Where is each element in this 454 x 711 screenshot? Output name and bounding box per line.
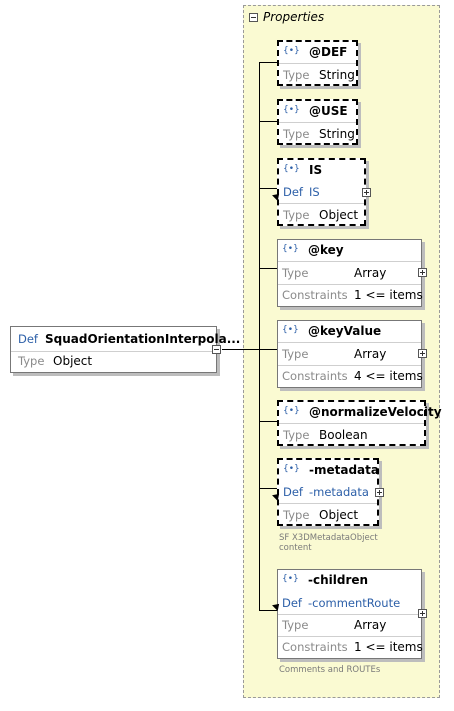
- root-name: SquadOrientationInterpola...: [45, 332, 241, 346]
- divider: [278, 342, 421, 343]
- type-label: Type: [283, 68, 310, 82]
- divider: [279, 423, 424, 424]
- def-value: -metadata: [309, 485, 369, 499]
- divider: [279, 63, 356, 64]
- def-label: Def: [283, 185, 303, 199]
- node-name: -metadata: [309, 463, 379, 477]
- attribute-icon: {•}: [282, 244, 299, 254]
- divider: [279, 122, 356, 123]
- collapse-root-icon[interactable]: [212, 345, 221, 354]
- expand-keyvalue-icon[interactable]: [418, 349, 427, 358]
- branch-line: [259, 62, 277, 63]
- expand-key-icon[interactable]: [418, 268, 427, 277]
- node-name: IS: [309, 163, 323, 177]
- node-keyvalue[interactable]: {•} @keyValue Type Array Constraints 4 <…: [277, 320, 423, 388]
- group-title: Properties: [263, 10, 325, 24]
- node-is[interactable]: {•} IS Def IS Type Object: [277, 158, 366, 226]
- branch-line: [259, 488, 277, 489]
- branch-line: [259, 421, 277, 422]
- node-name: @USE: [309, 104, 348, 118]
- divider: [278, 261, 421, 262]
- def-label: Def: [18, 332, 38, 346]
- node-name: @keyValue: [308, 324, 382, 338]
- collapse-group-icon[interactable]: [249, 13, 258, 22]
- def-label: Def: [282, 596, 302, 610]
- divider: [278, 614, 421, 615]
- type-value: Array: [354, 347, 387, 361]
- branch-line: [259, 121, 277, 122]
- node-name: @key: [308, 243, 344, 257]
- type-label: Type: [283, 127, 310, 141]
- type-label: Type: [18, 354, 45, 368]
- branch-line: [259, 610, 277, 611]
- type-label: Type: [283, 208, 310, 222]
- type-value: String: [319, 127, 355, 141]
- branch-line: [259, 268, 277, 269]
- children-note: Comments and ROUTEs: [279, 665, 381, 675]
- node-normalizevelocity[interactable]: {•} @normalizeVelocity Type Boolean: [277, 400, 442, 446]
- attribute-icon: {•}: [283, 406, 300, 416]
- root-connector: [222, 349, 260, 350]
- expand-metadata-icon[interactable]: [375, 488, 384, 497]
- attribute-icon: {•}: [283, 46, 300, 56]
- attribute-icon: {•}: [283, 464, 300, 474]
- node-key[interactable]: {•} @key Type Array Constraints 1 <= ite…: [277, 239, 423, 307]
- divider: [278, 636, 421, 637]
- root-node[interactable]: Def SquadOrientationInterpola... Type Ob…: [10, 326, 240, 373]
- def-value: IS: [309, 185, 320, 199]
- constraints-value: 4 <= items: [354, 369, 423, 383]
- type-label: Type: [282, 618, 309, 632]
- divider: [278, 284, 421, 285]
- metadata-note: SF X3DMetadataObject content: [279, 533, 378, 553]
- divider: [278, 365, 421, 366]
- node-name: -children: [308, 573, 369, 587]
- divider: [279, 503, 377, 504]
- type-label: Type: [283, 428, 310, 442]
- expand-children-icon[interactable]: [418, 609, 427, 618]
- node-name: @normalizeVelocity: [309, 405, 442, 419]
- type-value: Boolean: [319, 428, 368, 442]
- type-value: Array: [354, 266, 387, 280]
- node-use[interactable]: {•} @USE Type String: [277, 99, 358, 145]
- branch-line: [259, 349, 277, 350]
- expand-is-icon[interactable]: [362, 188, 371, 197]
- constraints-value: 1 <= items: [354, 288, 423, 302]
- def-label: Def: [283, 485, 303, 499]
- attribute-icon: {•}: [282, 325, 299, 335]
- constraints-label: Constraints: [282, 288, 348, 302]
- type-value: Object: [319, 208, 359, 222]
- type-value: Object: [319, 508, 359, 522]
- attribute-icon: {•}: [283, 164, 300, 174]
- divider: [279, 203, 364, 204]
- def-value: -commentRoute: [308, 596, 401, 610]
- type-value: Array: [354, 618, 387, 632]
- type-label: Type: [282, 266, 309, 280]
- constraints-label: Constraints: [282, 369, 348, 383]
- node-def[interactable]: {•} @DEF Type String: [277, 40, 358, 86]
- constraints-value: 1 <= items: [354, 640, 423, 654]
- attribute-icon: {•}: [282, 574, 299, 584]
- tree-trunk-line: [259, 62, 260, 610]
- type-value: Object: [53, 354, 93, 368]
- branch-line: [259, 188, 277, 189]
- constraints-label: Constraints: [282, 640, 348, 654]
- type-label: Type: [283, 508, 310, 522]
- divider: [11, 351, 216, 352]
- type-value: String: [319, 68, 355, 82]
- node-metadata[interactable]: {•} -metadata Def -metadata Type Object: [277, 458, 379, 526]
- type-label: Type: [282, 347, 309, 361]
- node-name: @DEF: [309, 45, 348, 59]
- node-children[interactable]: {•} -children Def -commentRoute Type Arr…: [277, 569, 423, 659]
- attribute-icon: {•}: [283, 105, 300, 115]
